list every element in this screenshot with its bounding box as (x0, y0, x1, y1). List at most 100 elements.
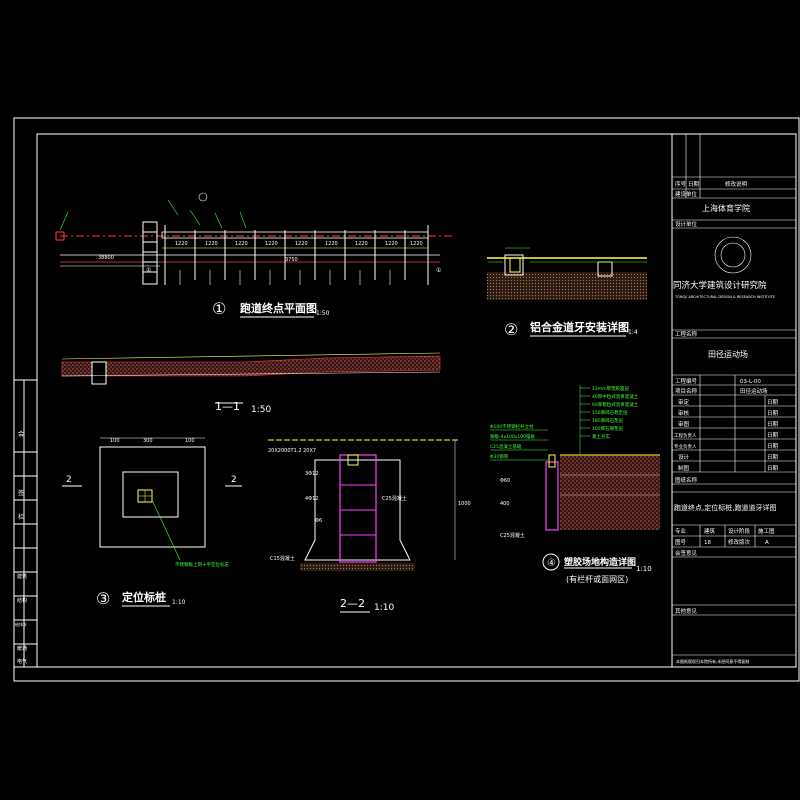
sec11-scale: 1:50 (251, 405, 271, 415)
tb-date-label: 日期 (767, 432, 779, 439)
plan-dim-mid: 3750 (285, 257, 298, 263)
layer-label: 40厚中粒式沥青混凝土 (592, 393, 639, 400)
plan-seg-label: 1220 (355, 241, 368, 247)
tb-discipline-label: 专业 (675, 527, 687, 535)
d2-scale: 1:4 (628, 329, 638, 336)
d3-title: 定位标桩 (122, 590, 166, 604)
tb-sheet: 18 (704, 540, 711, 546)
sec22-concrete: C25混凝土 (382, 495, 407, 502)
tb-role: 制图 (678, 464, 690, 472)
d4-subtitle: (有栏杆或面网区) (566, 574, 628, 584)
tb-date-label: 日期 (767, 454, 779, 461)
tb-role: 审图 (678, 420, 690, 428)
sec22-scale: 1:10 (374, 603, 394, 613)
plan-seg-label: 1220 (175, 241, 188, 247)
sec22-rebar: 4Φ12 (305, 496, 318, 502)
left-strip-label: 结构 (17, 597, 27, 604)
sec22-top-label: 20X2000T1.2 20X7 (268, 448, 316, 454)
plan-end-b: ① (436, 267, 441, 274)
tb-designer-cn: 同济大学建筑设计研究院 (673, 280, 767, 291)
tb-date-label: 日期 (767, 399, 779, 406)
tb-designer-label: 设计单位 (675, 220, 698, 228)
tb-phase: 施工图 (758, 527, 775, 535)
tb-role: 设计 (678, 453, 690, 461)
tb-client-label: 建设单位 (675, 190, 698, 198)
tb-discipline: 建筑 (704, 527, 716, 535)
plan-seg-label: 1220 (295, 241, 308, 247)
sec22-dim: 1000 (458, 501, 471, 507)
tb-client: 上海体育学院 (702, 203, 750, 213)
tb-notes1: 会签意见 (675, 549, 698, 557)
d1-number: ① (212, 299, 226, 318)
tb-version: A (765, 540, 769, 546)
left-strip-label: 栏 (18, 513, 24, 521)
tb-version-label: 修改版次 (728, 538, 751, 546)
stake-mark-a: 2 (66, 475, 72, 485)
layer-dim: C25混凝土 (500, 532, 525, 539)
plan-seg-label: 1220 (235, 241, 248, 247)
left-strip-label: 给排水 (15, 621, 27, 627)
stake-dim: 100 (185, 438, 195, 444)
tb-notes2: 其他意见 (675, 607, 698, 615)
d4-scale: 1:10 (636, 565, 652, 573)
plan-end-a: ① (146, 267, 151, 274)
layer-label: 素土夯实 (592, 433, 610, 440)
d4-title: 塑胶场地构造详图 (564, 556, 636, 568)
tb-date-label: 日期 (767, 465, 779, 472)
layer-label: 180厚碎石垫层 (592, 417, 624, 424)
stake-dim: 100 (110, 438, 120, 444)
layer-left-label: C25混凝土基础 (490, 443, 522, 450)
layer-left-label: Φ100不锈钢栏杆立柱 (490, 423, 534, 430)
tb-job-label: 工程编号 (675, 377, 698, 385)
left-strip-label: 会 (18, 430, 24, 438)
d2-title: 铝合金道牙安装详图 (530, 320, 629, 334)
tb-job-no: 03-L-00 (740, 379, 761, 385)
tb-drawing-name: 跑道终点,定位标桩,跑道道牙详图 (674, 503, 776, 512)
tb-date-label: 日期 (767, 443, 779, 450)
plan-drawing: 38800 3750 1220 1220 1220 1220 1220 1220… (55, 192, 455, 318)
tb-project-label: 工程名称 (675, 330, 698, 338)
layer-dim: Φ60 (500, 478, 510, 484)
left-strip: 会 签 栏 建筑 结构 给排水 暖通 电气 (13, 379, 38, 668)
plan-seg-label: 1220 (265, 241, 278, 247)
d3-number: ③ (96, 589, 110, 608)
d3-scale: 1:10 (172, 599, 186, 606)
title-block-text: 序号 日期 修改说明 建设单位 上海体育学院 设计单位 同济大学建筑设计研究院 … (673, 180, 779, 664)
plan-dim-total: 38800 (98, 255, 114, 261)
sec22-rebar: Φ6 (315, 518, 322, 524)
layer-label: 13mm厚塑胶面层 (592, 385, 629, 392)
tb-rev-no: 序号 (675, 180, 687, 188)
tb-date-label: 日期 (767, 410, 779, 417)
tb-item-label: 项目名称 (675, 387, 698, 395)
layer-label: 150厚碎石稳定层 (592, 409, 628, 416)
layer-label: 100厚石屑垫层 (592, 425, 624, 432)
title-block (672, 134, 796, 656)
left-strip-label: 暖通 (17, 645, 27, 652)
tb-role: 专业负责人 (674, 443, 697, 450)
sec22-rebar: 3Φ12 (305, 471, 318, 477)
plan-seg-label: 1220 (325, 241, 338, 247)
stake-dim: 300 (143, 438, 153, 444)
plan-seg-label: 1220 (385, 241, 398, 247)
sec22-base: C15混凝土 (270, 555, 295, 562)
left-strip-label: 签 (18, 489, 24, 497)
plan-seg-label: 1220 (410, 241, 423, 247)
d4-number: ④ (547, 558, 556, 569)
layer-label: 60厚粗粒式沥青混凝土 (592, 401, 639, 408)
layer-left-label: Φ30钢管 (490, 453, 509, 460)
tb-role: 审定 (678, 398, 690, 406)
sec22-title: 2—2 (340, 597, 365, 610)
stake-mark-b: 2 (231, 475, 237, 485)
tb-phase-label: 设计阶段 (728, 527, 751, 535)
tb-sheet-label: 图号 (675, 538, 687, 546)
tb-project: 田径运动场 (708, 349, 748, 359)
sec11-title: 1—1 (215, 400, 240, 413)
d1-scale: 1:50 (316, 310, 330, 317)
tb-drawing-label: 图纸名称 (675, 476, 698, 484)
tb-rev-content: 修改说明 (725, 180, 748, 188)
tb-role: 审核 (678, 409, 690, 417)
d1-title: 跑道终点平面图 (240, 301, 317, 315)
plan-seg-label: 1220 (205, 241, 218, 247)
stake-note: 不锈钢板上刻十字定位标志 (175, 561, 229, 568)
